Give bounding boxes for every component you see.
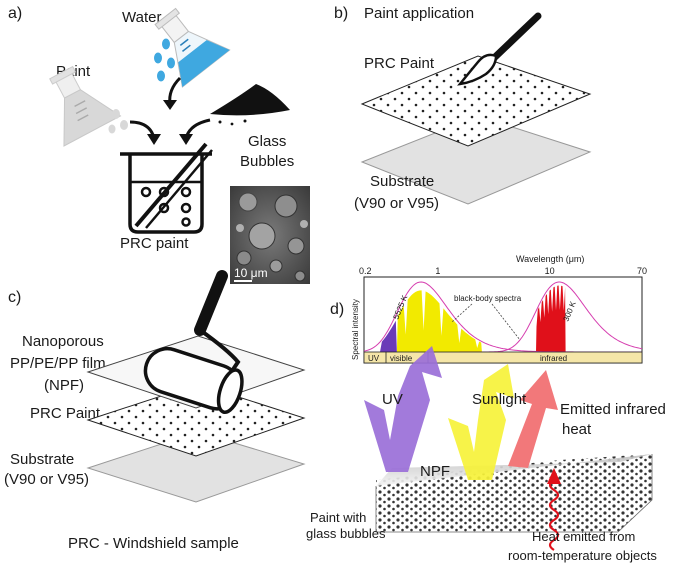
arrow-heads — [147, 100, 193, 145]
panel-c: c) Nanoporous PP/PE/PP film (NPF) PRC Pa… — [4, 270, 306, 552]
panel-b-label: b) — [334, 5, 348, 22]
npf-film-top — [376, 454, 652, 486]
paint-glass-label-2: glass bubbles — [306, 526, 386, 541]
npf-label-d: NPF — [420, 463, 450, 480]
y-axis-title: Spectral intensity — [351, 299, 360, 360]
water-label: Water — [122, 9, 161, 26]
substrate-label-c-2: (V90 or V95) — [4, 471, 89, 488]
npf-label-1: Nanoporous — [22, 333, 104, 350]
substrate-label-b-1: Substrate — [370, 173, 434, 190]
x-tick-label-0: 0.2 — [359, 266, 372, 276]
x-axis-title: Wavelength (μm) — [516, 254, 584, 264]
prc-paint-label-c: PRC Paint — [30, 405, 101, 422]
paint-glass-label-1: Paint with — [310, 510, 366, 525]
emitted-label-2: heat — [562, 421, 592, 438]
glass-bubbles-pile-icon — [210, 84, 290, 126]
band-infrared: infrared — [540, 354, 567, 363]
beaker-icon — [120, 142, 213, 234]
npf-label-3: (NPF) — [44, 377, 84, 394]
heat-label-1: Heat emitted from — [532, 529, 635, 544]
paint-roller-icon — [143, 270, 244, 415]
x-tick-label-2: 10 — [545, 266, 555, 276]
panel-a-label: a) — [8, 5, 22, 22]
substrate-label-c-1: Substrate — [10, 451, 74, 468]
x-tick-label-3: 70 — [637, 266, 647, 276]
blackbody-annotation: black-body spectra — [454, 294, 522, 303]
paint-block — [375, 454, 653, 533]
spectrum-chart: Wavelength (μm) 0.2 1 10 70 Spectral intens… — [351, 254, 647, 364]
infrared-band-fill — [536, 285, 566, 352]
scale-bar-label: 10 μm — [234, 266, 268, 280]
prc-paint-label-a: PRC paint — [120, 235, 189, 252]
glass-label-1: Glass — [248, 133, 286, 150]
heat-label-2: room-temperature objects — [508, 548, 657, 563]
paint-drops-icon — [108, 109, 128, 134]
x-tick-label-1: 1 — [435, 266, 440, 276]
sem-micrograph-image: 10 μm — [230, 186, 310, 284]
infrared-arrow-icon — [508, 370, 558, 468]
prc-paint-label-b: PRC Paint — [364, 55, 435, 72]
heat-wave-icon — [547, 468, 561, 551]
panel-a: a) Water Paint — [8, 5, 310, 284]
panel-b: b) Paint application PRC Paint Substrate… — [334, 5, 592, 212]
band-visible: visible — [390, 354, 413, 363]
substrate-label-b-2: (V90 or V95) — [354, 195, 439, 212]
paint-application-title: Paint application — [364, 5, 474, 22]
windshield-caption: PRC - Windshield sample — [68, 535, 239, 552]
water-flask-icon — [154, 7, 231, 88]
paint-dots-b — [362, 56, 590, 146]
sunlight-arrow-icon — [448, 364, 514, 480]
visible-band-fill — [396, 290, 482, 352]
panel-d-label: d) — [330, 301, 344, 318]
band-strip — [363, 351, 643, 364]
uv-label: UV — [382, 391, 403, 408]
band-uv: UV — [368, 354, 380, 363]
paint-flask-icon — [49, 65, 122, 147]
water-drops-icon — [154, 38, 175, 82]
panel-c-label: c) — [8, 289, 21, 306]
paint-brush-icon — [457, 12, 542, 86]
paint-dots-c — [88, 384, 304, 456]
emitted-label-1: Emitted infrared — [560, 401, 666, 418]
uv-arrow-icon — [364, 346, 442, 472]
glass-label-2: Bubbles — [240, 153, 294, 170]
npf-label-2: PP/PE/PP film — [10, 355, 106, 372]
panel-d: d) Wavelength (μm) 0.2 1 10 70 Spectral int… — [306, 254, 666, 563]
uv-band-fill — [380, 320, 397, 352]
sunlight-label: Sunlight — [472, 391, 527, 408]
